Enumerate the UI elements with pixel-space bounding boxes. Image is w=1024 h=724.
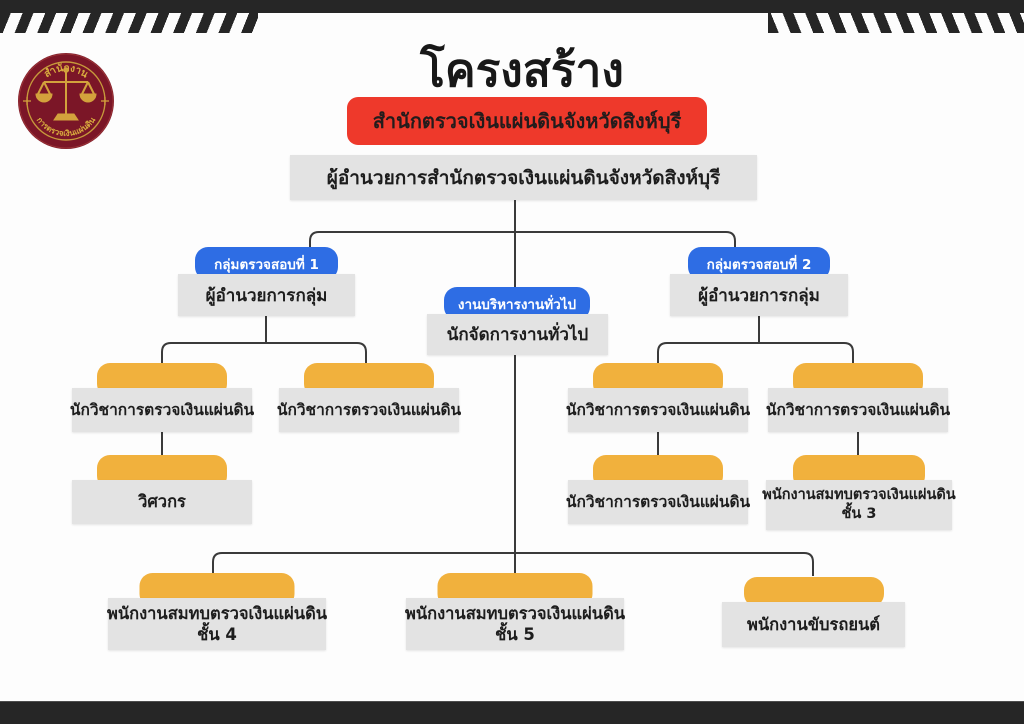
position-card-right2: นักวิชาการตรวจเงินแผ่นดิน [765,363,951,432]
card-label-line2: ชั้น 4 [197,625,237,644]
top-black-bar [0,0,1024,13]
card-label: นักวิชาการตรวจเงินแผ่นดิน [276,400,462,419]
card-label: นักวิชาการตรวจเงินแผ่นดิน [565,400,751,419]
card-label: พนักงานขับรถยนต์ [746,614,880,634]
group2-head-node: ผู้อำนวยการกลุ่ม [670,274,848,316]
card-label-line1: พนักงานสมทบตรวจเงินแผ่นดิน [404,603,626,623]
card-label-line1: พนักงานสมทบตรวจเงินแผ่นดิน [762,487,956,504]
position-card-right1-sub: นักวิชาการตรวจเงินแผ่นดิน [565,455,751,524]
director-node: ผู้อำนวยการสำนักตรวจเงินแผ่นดินจังหวัดสิ… [290,155,757,200]
group1-tab-label: กลุ่มตรวจสอบที่ 1 [214,256,319,273]
state-audit-office-seal-logo: สำนักงาน การตรวจเงินแผ่นดิน [18,53,114,149]
position-card-associate-level4: พนักงานสมทบตรวจเงินแผ่นดิน ชั้น 4 [106,573,328,650]
position-card-right1: นักวิชาการตรวจเงินแผ่นดิน [565,363,751,432]
group2-tab-label: กลุ่มตรวจสอบที่ 2 [706,256,812,273]
admin-head-label: นักจัดการงานทั่วไป [446,325,589,345]
admin-tab-label: งานบริหารงานทั่วไป [457,296,577,313]
card-label-line1: พนักงานสมทบตรวจเงินแผ่นดิน [106,603,328,623]
org-name-text: สำนักตรวจเงินแผ่นดินจังหวัดสิงห์บุรี [372,109,682,133]
position-card-left2: นักวิชาการตรวจเงินแผ่นดิน [276,363,462,432]
admin-head-node: นักจัดการงานทั่วไป [427,314,608,355]
group1-head-label: ผู้อำนวยการกลุ่ม [205,285,328,306]
position-card-driver: พนักงานขับรถยนต์ [722,577,905,647]
card-label: นักวิชาการตรวจเงินแผ่นดิน [565,492,751,511]
scales-icon [23,67,109,121]
position-card-associate-level5: พนักงานสมทบตรวจเงินแผ่นดิน ชั้น 5 [404,573,626,650]
position-card-engineer: วิศวกร [72,455,252,524]
card-label-line2: ชั้น 3 [841,506,877,522]
card-label: วิศวกร [138,492,186,512]
group1-head-node: ผู้อำนวยการกลุ่ม [178,274,355,316]
top-left-stripes [0,13,258,33]
group2-head-label: ผู้อำนวยการกลุ่ม [698,285,820,306]
card-label-line2: ชั้น 5 [495,625,535,644]
bottom-black-bar [0,701,1024,724]
page-title: โครงสร้าง [420,43,624,97]
position-card-associate-level3: พนักงานสมทบตรวจเงินแผ่นดิน ชั้น 3 [762,455,956,530]
card-label: นักวิชาการตรวจเงินแผ่นดิน [765,400,951,419]
position-card-left1: นักวิชาการตรวจเงินแผ่นดิน [69,363,255,432]
top-right-stripes [768,13,1024,33]
director-text: ผู้อำนวยการสำนักตรวจเงินแผ่นดินจังหวัดสิ… [326,166,721,189]
org-name-banner: สำนักตรวจเงินแผ่นดินจังหวัดสิงห์บุรี [347,97,707,145]
card-label: นักวิชาการตรวจเงินแผ่นดิน [69,400,255,419]
